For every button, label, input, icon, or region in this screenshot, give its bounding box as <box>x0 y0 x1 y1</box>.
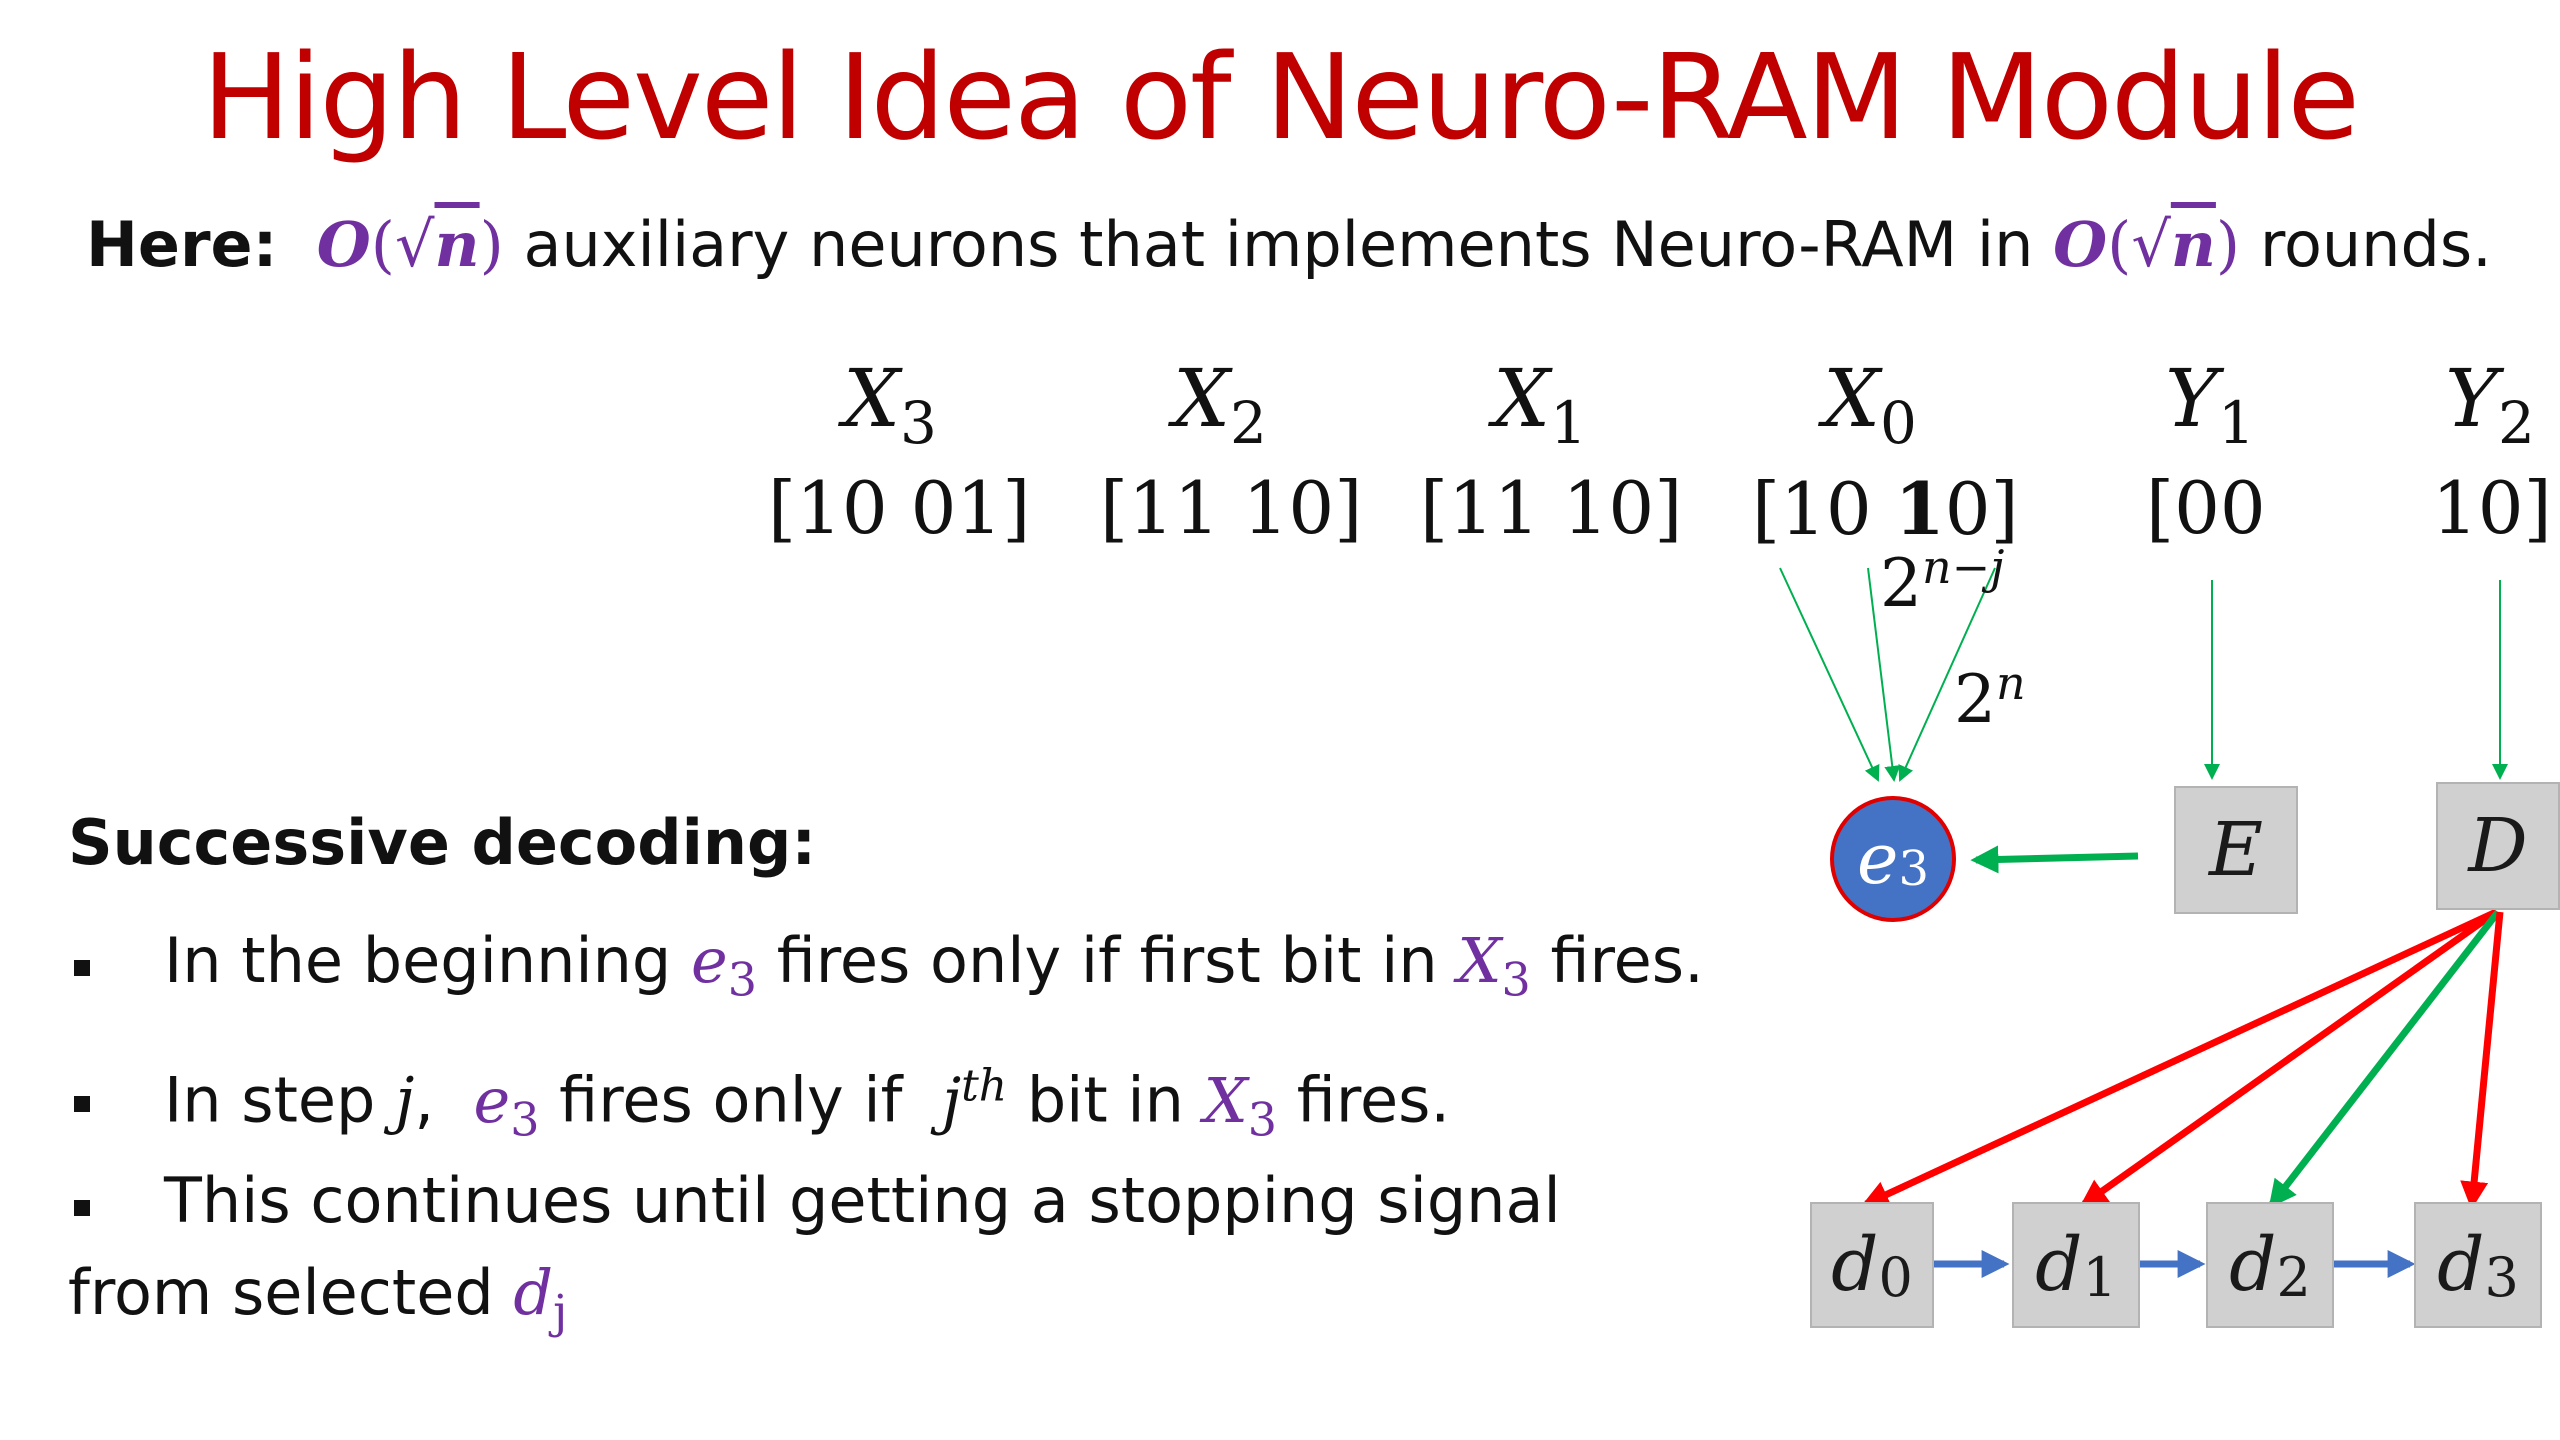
var-x1-label: X1 <box>1493 352 1587 457</box>
arrow-e-to-e3 <box>1970 845 2139 874</box>
var-y2-label: Y2 <box>2445 352 2535 457</box>
vector-y2: 10] <box>2432 466 2552 550</box>
weight-label-1: 2n−j <box>1880 540 2005 622</box>
arrow-x0-bit4-to-e3 <box>1898 567 1996 782</box>
vector-x0: [10 10] <box>1752 466 2019 551</box>
var-x3-label: X3 <box>843 352 937 457</box>
here-suffix-text: rounds. <box>2259 208 2492 281</box>
arrow-x0-bit3-to-e3 <box>1867 567 1901 782</box>
arrow-x0-bit1-to-e3 <box>1779 567 1880 782</box>
arrow-d-to-d2 <box>2268 909 2501 1209</box>
arrow-d-to-d3 <box>2460 911 2504 1210</box>
node-E: E <box>2174 786 2298 914</box>
bullet-3-line2: from selected dj <box>68 1256 568 1339</box>
var-x0-label: X0 <box>1823 352 1917 457</box>
bullet-1-mark <box>74 960 90 976</box>
bullet-3-mark <box>74 1200 90 1216</box>
complexity-2: O(√n) <box>2053 208 2241 281</box>
bullet-2: In step j, e3 fires only if jth bit in X… <box>164 1060 1451 1147</box>
arrow-d-to-d0 <box>1860 908 2498 1208</box>
bullet-1: In the beginning e3 fires only if first … <box>164 924 1704 1007</box>
vector-y1: [00 <box>2146 466 2266 550</box>
slide-title: High Level Idea of Neuro-RAM Module <box>202 28 2360 166</box>
bullet-2-mark <box>74 1096 90 1112</box>
var-x2-label: X2 <box>1173 352 1267 457</box>
node-D: D <box>2436 782 2560 910</box>
vector-x3: [10 01] <box>768 466 1031 550</box>
here-line: Here: O(√n) auxiliary neurons that imple… <box>86 208 2492 281</box>
vector-x2: [11 10] <box>1100 466 1363 550</box>
complexity-1: O(√n) <box>316 208 504 281</box>
bullet-3-line1: This continues until getting a stopping … <box>164 1164 1561 1237</box>
var-y1-label: Y1 <box>2165 352 2255 457</box>
vector-x1: [11 10] <box>1420 466 1683 550</box>
section-heading: Successive decoding: <box>68 806 817 879</box>
arrow-d-to-d1 <box>2079 909 2499 1208</box>
weight-label-2: 2n <box>1954 656 2026 738</box>
here-middle-text: auxiliary neurons that implements Neuro-… <box>523 208 2034 281</box>
here-label: Here: <box>86 208 278 281</box>
